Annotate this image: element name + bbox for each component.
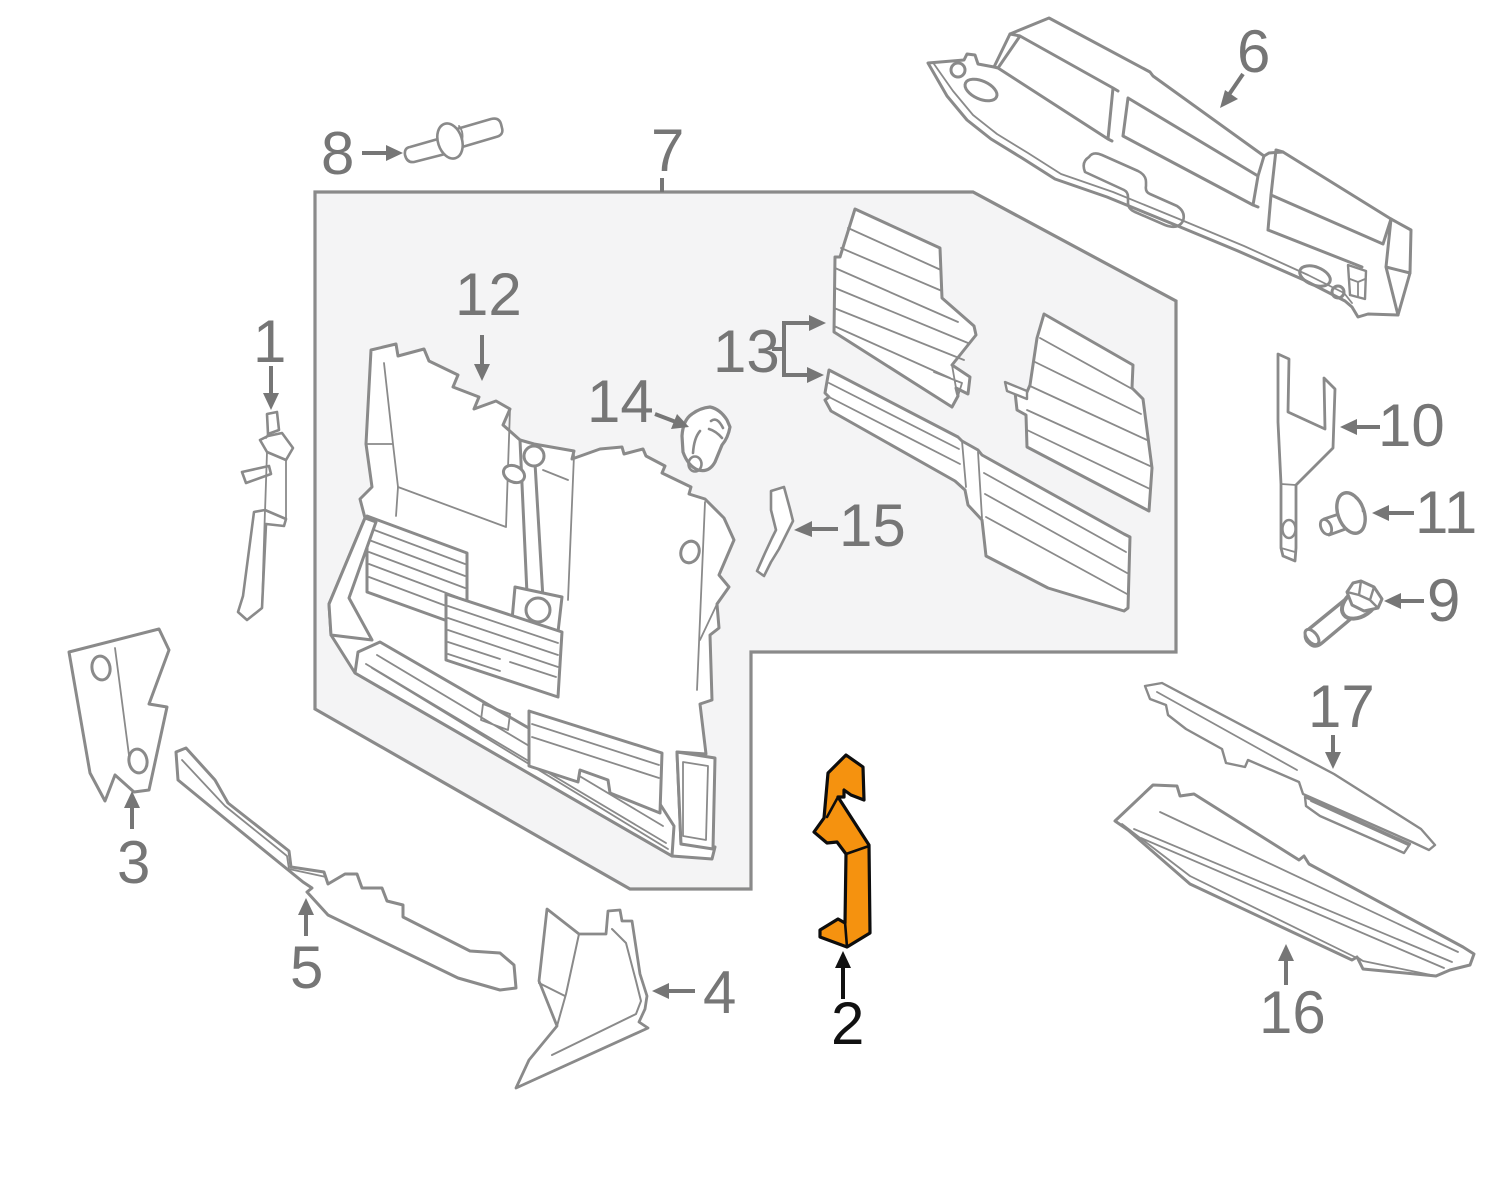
svg-text:3: 3 — [117, 829, 150, 896]
svg-text:9: 9 — [1427, 567, 1460, 634]
svg-text:10: 10 — [1378, 392, 1445, 459]
svg-text:5: 5 — [290, 934, 323, 1001]
svg-text:4: 4 — [703, 959, 736, 1026]
svg-text:8: 8 — [321, 120, 354, 187]
svg-text:1: 1 — [253, 308, 286, 375]
svg-text:12: 12 — [455, 261, 522, 328]
svg-text:15: 15 — [839, 492, 906, 559]
svg-text:11: 11 — [1415, 479, 1477, 546]
svg-text:2: 2 — [831, 990, 864, 1057]
svg-text:13: 13 — [713, 318, 780, 385]
svg-text:16: 16 — [1259, 979, 1326, 1046]
svg-text:14: 14 — [587, 368, 654, 435]
svg-text:17: 17 — [1308, 673, 1375, 740]
svg-text:7: 7 — [651, 117, 684, 184]
